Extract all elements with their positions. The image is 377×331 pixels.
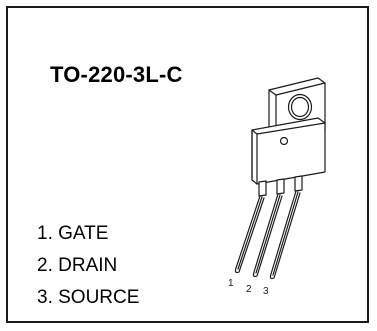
lead-3 [269,190,301,280]
mounting-hole [287,93,313,121]
body-dimple [279,136,289,146]
pin-list: 1. GATE 2. DRAIN 3. SOURCE [37,218,139,314]
lead-1 [234,195,265,274]
pin-number-2: 2 [246,284,252,295]
package-body [251,117,326,185]
pin-shoulders [258,175,303,197]
pin-number-1: 1 [228,278,234,289]
pin-list-item-drain: 2. DRAIN [37,255,118,276]
lead-2 [252,193,283,278]
package-title: TO-220-3L-C [50,62,183,87]
pin-list-item-gate: 1. GATE [37,223,109,244]
pin-number-3: 3 [263,286,269,297]
pin-list-item-source: 3. SOURCE [37,287,140,308]
